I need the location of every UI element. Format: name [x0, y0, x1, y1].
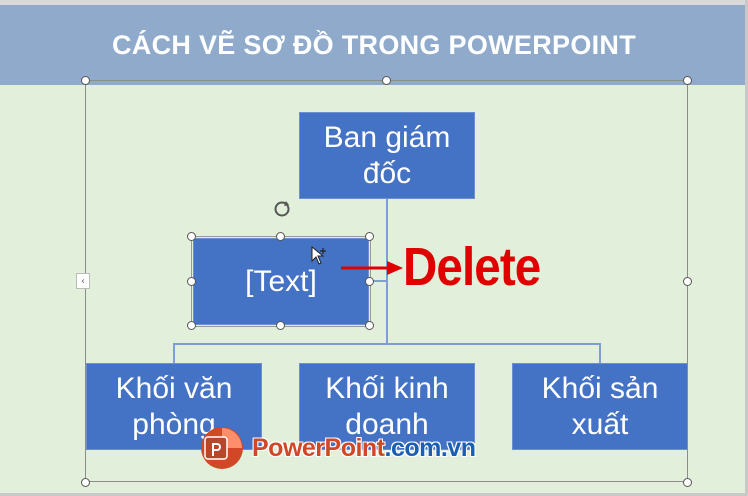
org-box-bottom-2-line2: doanh — [345, 407, 429, 441]
connector-assistant — [368, 280, 387, 282]
watermark-brand-part1: PowerPoint — [252, 433, 385, 462]
frame-handle-se[interactable] — [683, 478, 692, 487]
org-box-bottom-1-line2: phòng — [132, 407, 216, 441]
assistant-selection-frame — [191, 236, 371, 327]
resize-handle-nw[interactable] — [187, 232, 196, 241]
powerpoint-logo-icon — [201, 427, 243, 469]
resize-handle-sw[interactable] — [187, 321, 196, 330]
resize-handle-w[interactable] — [187, 277, 196, 286]
powerpoint-watermark: PowerPoint.com.vn — [198, 424, 476, 472]
org-box-bottom-3[interactable]: Khối sản xuất — [512, 363, 688, 450]
delete-annotation: Delete — [403, 237, 541, 297]
frame-handle-nw[interactable] — [81, 76, 90, 85]
slide-title[interactable]: CÁCH VẼ SƠ ĐỒ TRONG POWERPOINT — [111, 29, 637, 60]
frame-handle-sw[interactable] — [81, 478, 90, 487]
resize-handle-ne[interactable] — [365, 232, 374, 241]
title-banner[interactable]: CÁCH VẼ SƠ ĐỒ TRONG POWERPOINT — [0, 5, 748, 85]
window-top-edge — [0, 0, 748, 5]
resize-handle-s[interactable] — [276, 321, 285, 330]
frame-handle-ne[interactable] — [683, 76, 692, 85]
connector-right-drop — [599, 343, 601, 363]
connector-left-drop — [173, 343, 175, 363]
arrow-right-icon — [341, 261, 403, 275]
window-bottom-edge — [0, 493, 748, 496]
resize-handle-e[interactable] — [365, 277, 374, 286]
org-box-bottom-2[interactable]: Khối kinh doanh — [299, 363, 475, 450]
resize-handle-n[interactable] — [276, 232, 285, 241]
window-right-edge — [745, 0, 748, 496]
org-box-bottom-3-line2: xuất — [571, 407, 629, 441]
org-box-top-line1: Ban giám — [323, 120, 451, 154]
org-box-assistant-text: [Text] — [245, 264, 317, 298]
watermark-brand-part2: .com.vn — [384, 433, 476, 462]
text-pane-toggle-button[interactable]: ‹ — [76, 273, 90, 289]
frame-handle-n[interactable] — [382, 76, 391, 85]
resize-handle-se[interactable] — [365, 321, 374, 330]
org-box-bottom-2-line1: Khối kinh — [325, 371, 449, 405]
org-box-top[interactable]: Ban giám đốc — [299, 112, 475, 199]
org-box-bottom-3-line1: Khối sản — [541, 371, 659, 405]
frame-handle-e[interactable] — [683, 277, 692, 286]
org-box-top-line2: đốc — [362, 156, 412, 190]
move-cursor-icon — [311, 246, 326, 265]
watermark-text: PowerPoint.com.vn — [252, 434, 476, 463]
org-box-bottom-1-line1: Khối văn — [115, 371, 233, 405]
rotate-handle-icon[interactable] — [271, 198, 293, 220]
connector-horizontal — [173, 343, 601, 345]
